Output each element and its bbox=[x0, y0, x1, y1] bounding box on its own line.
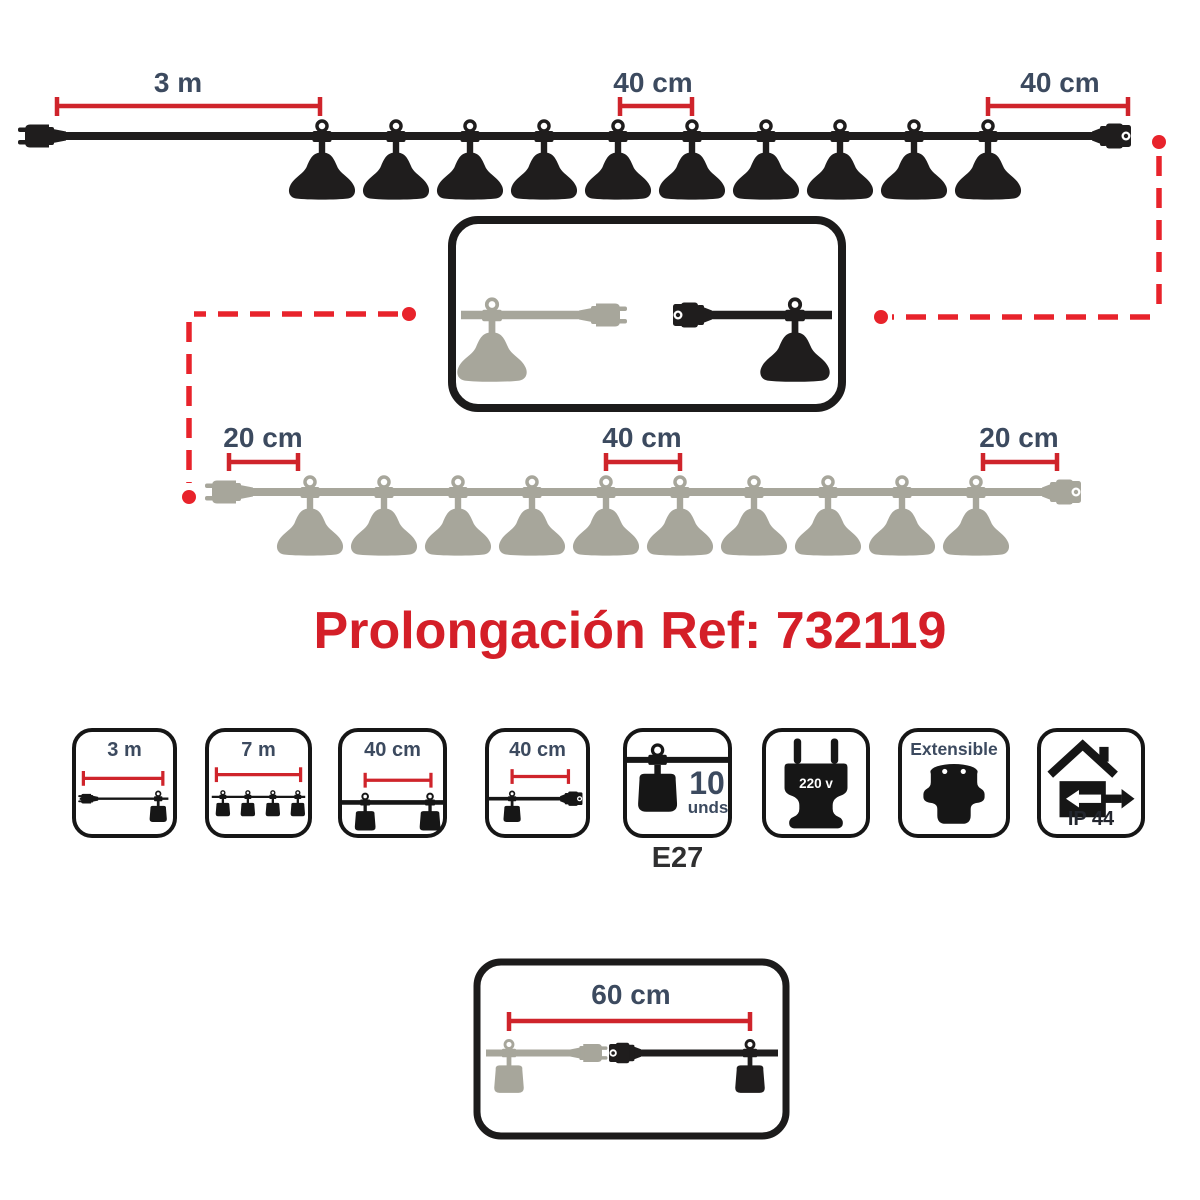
spec-label-7m: 7 m bbox=[241, 739, 276, 761]
bottom-box-label: 60 cm bbox=[591, 979, 670, 1010]
top-spacing-label: 40 cm bbox=[613, 67, 692, 98]
spec-icon-voltage: 220 v bbox=[762, 728, 870, 838]
top-plug-icon bbox=[18, 124, 66, 148]
top-length-label: 3 m bbox=[154, 67, 202, 98]
extension-spacing-measure bbox=[603, 453, 683, 471]
connector-path-left bbox=[182, 307, 416, 504]
bulb-count-unit: unds bbox=[687, 798, 729, 817]
top-end-measure bbox=[985, 97, 1131, 116]
spacing-detail-box: 60 cm bbox=[473, 958, 790, 1140]
top-length-measure bbox=[54, 97, 323, 116]
top-spacing-measure bbox=[617, 97, 695, 116]
extensible-socket-pictogram bbox=[923, 763, 985, 824]
bulb-count-number: 10 bbox=[689, 765, 725, 801]
extension-string-light bbox=[205, 475, 1081, 558]
spec-icon-extensible: Extensible bbox=[898, 728, 1010, 838]
bottom-black-segment bbox=[609, 1039, 778, 1095]
spec-icon-bulb-spacing: 40 cm bbox=[338, 728, 447, 838]
voltage-label: 220 v bbox=[799, 776, 833, 791]
spec-icon-ip44: IP 44 bbox=[1037, 728, 1145, 838]
ip44-house-pictogram bbox=[1047, 739, 1135, 818]
extension-socket-icon bbox=[1042, 479, 1081, 505]
extension-start-label: 20 cm bbox=[223, 422, 302, 453]
total-length-pictogram bbox=[211, 767, 306, 818]
bulb-spacing-pictogram bbox=[342, 772, 443, 832]
spec-icon-bulb-count: 10 unds bbox=[623, 728, 732, 838]
connection-detail-box bbox=[448, 216, 846, 412]
lead-length-pictogram bbox=[78, 770, 169, 823]
bottom-measure bbox=[506, 1012, 753, 1031]
spec-label-40cm: 40 cm bbox=[364, 739, 421, 761]
ip44-label: IP 44 bbox=[1067, 808, 1115, 830]
product-title: Prolongación Ref: 732119 bbox=[313, 602, 947, 660]
connector-path-right bbox=[874, 135, 1166, 324]
spec-label-40cm-end: 40 cm bbox=[509, 739, 566, 761]
end-spacing-pictogram bbox=[489, 769, 583, 823]
extension-start-measure bbox=[226, 453, 301, 471]
extension-plug-icon bbox=[205, 480, 253, 504]
top-socket-icon bbox=[1092, 123, 1131, 149]
bottom-gray-segment bbox=[486, 1039, 608, 1095]
top-end-label: 40 cm bbox=[1020, 67, 1099, 98]
bulb-count-pictogram bbox=[627, 743, 728, 812]
plug-voltage-pictogram bbox=[784, 738, 848, 829]
detail-gray-segment bbox=[455, 297, 627, 384]
extension-spacing-label: 40 cm bbox=[602, 422, 681, 453]
extensible-label: Extensible bbox=[910, 739, 998, 759]
spec-icon-end-spacing: 40 cm bbox=[485, 728, 590, 838]
detail-black-segment bbox=[673, 297, 832, 384]
extension-end-label: 20 cm bbox=[979, 422, 1058, 453]
spec-icon-total-length: 7 m bbox=[205, 728, 312, 838]
spec-icon-lead-length: 3 m bbox=[72, 728, 177, 838]
socket-type-label: E27 bbox=[651, 842, 704, 874]
extension-end-measure bbox=[980, 453, 1060, 471]
top-string-light bbox=[18, 119, 1131, 202]
spec-label-3m: 3 m bbox=[107, 739, 142, 761]
